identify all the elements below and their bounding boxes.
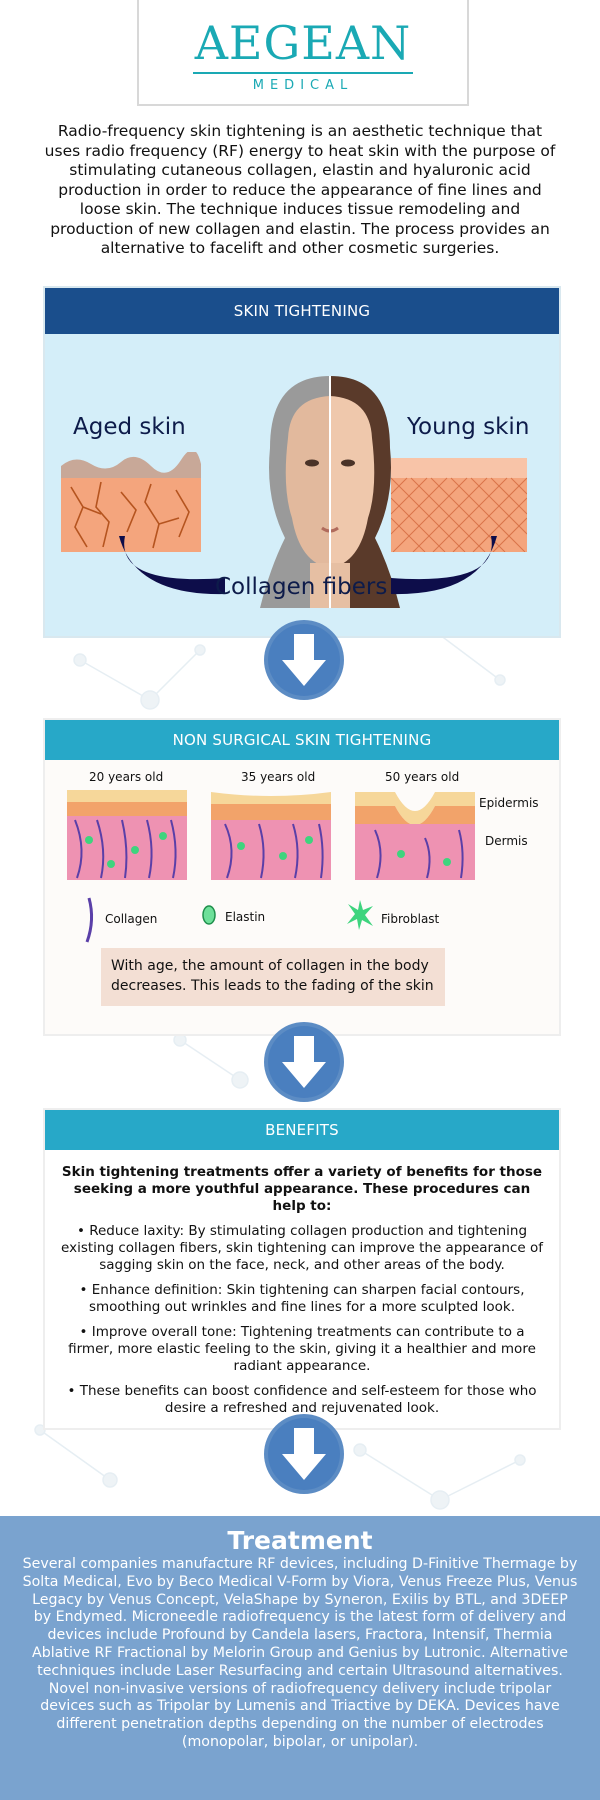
benefits-body: Skin tightening treatments offer a varie… — [45, 1150, 559, 1417]
panel-title: NON SURGICAL SKIN TIGHTENING — [45, 720, 559, 760]
panel-title: BENEFITS — [45, 1110, 559, 1150]
panel-title: SKIN TIGHTENING — [45, 288, 559, 334]
collagen-legend-label: Collagen — [105, 912, 158, 926]
elastin-legend-label: Elastin — [225, 910, 266, 924]
collagen-bracket-right — [391, 536, 497, 595]
collagen-note: With age, the amount of collagen in the … — [101, 948, 445, 1006]
collagen-fibers-label: Collagen fibers — [215, 574, 388, 600]
age-label-50: 50 years old — [385, 770, 460, 784]
treatment-title: Treatment — [227, 1526, 373, 1555]
logo[interactable]: AEGEAN MEDICAL — [137, 0, 469, 106]
collagen-legend-icon — [85, 897, 94, 943]
aged-skin-label: Aged skin — [73, 414, 186, 440]
epidermis-label: Epidermis — [479, 796, 539, 810]
benefit-item: • Reduce laxity: By stimulating collagen… — [61, 1223, 543, 1273]
age-label-35: 35 years old — [241, 770, 316, 784]
logo-divider — [193, 72, 413, 74]
dermis-label: Dermis — [485, 834, 528, 848]
benefits-panel: BENEFITS Skin tightening treatments offe… — [43, 1108, 561, 1430]
down-arrow-icon — [264, 1022, 344, 1102]
collagen-bracket-left — [119, 536, 225, 595]
age-label-20: 20 years old — [89, 770, 164, 784]
benefit-item: • Improve overall tone: Tightening treat… — [68, 1324, 536, 1374]
treatment-section: Treatment Several companies manufacture … — [0, 1516, 600, 1800]
aged-skin-illustration — [61, 452, 201, 552]
face-illustration — [260, 376, 400, 608]
benefit-item: • Enhance definition: Skin tightening ca… — [79, 1282, 525, 1315]
young-skin-illustration — [391, 458, 527, 552]
fibroblast-legend-label: Fibroblast — [381, 912, 440, 926]
skin-section-35 — [211, 792, 331, 880]
skin-section-20 — [67, 790, 187, 880]
benefit-item: • These benefits can boost confidence an… — [67, 1383, 537, 1416]
intro-paragraph: Radio-frequency skin tightening is an ae… — [44, 122, 556, 257]
elastin-legend-icon — [202, 905, 216, 925]
fibroblast-legend-icon — [347, 900, 373, 930]
benefits-intro: Skin tightening treatments offer a varie… — [61, 1164, 543, 1214]
skin-section-50 — [355, 792, 475, 880]
logo-subtitle: MEDICAL — [252, 78, 354, 93]
young-skin-label: Young skin — [407, 414, 530, 440]
down-arrow-icon — [264, 620, 344, 700]
treatment-text: Several companies manufacture RF devices… — [22, 1556, 578, 1750]
logo-name: AEGEAN — [194, 16, 412, 70]
skin-tightening-panel: SKIN TIGHTENING Aged skin Young skin — [43, 286, 561, 638]
down-arrow-icon — [264, 1414, 344, 1494]
non-surgical-panel: NON SURGICAL SKIN TIGHTENING 20 years ol… — [43, 718, 561, 1036]
